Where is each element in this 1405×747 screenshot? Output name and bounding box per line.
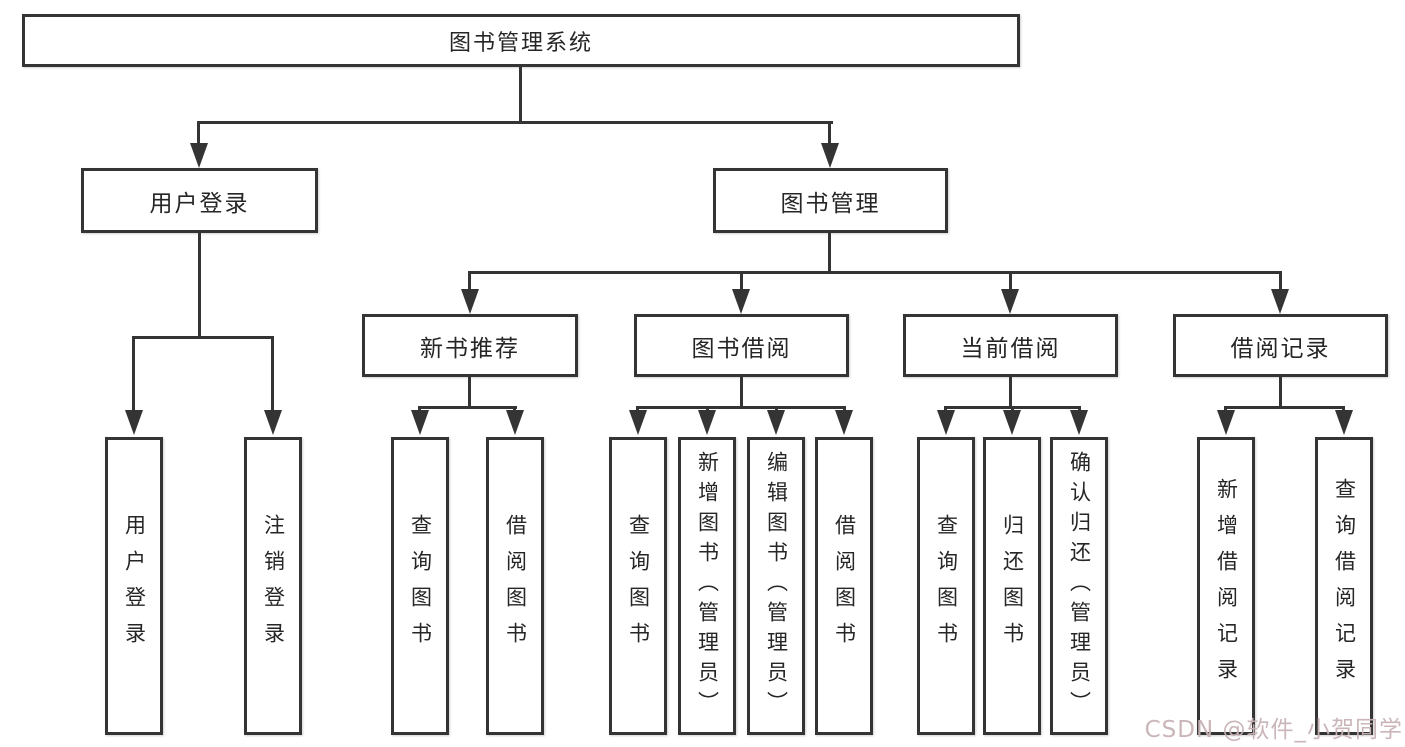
leaf-query-books-recommend-label: 查询图书 [408,514,433,658]
node-new-book-recommend: 新书推荐 [362,314,578,377]
leaf-user-login: 用户登录 [105,437,163,735]
connector-line [740,377,743,409]
leaf-confirm-return-admin: 确认归还（管理员） [1050,437,1108,735]
connector-arrowhead [732,289,750,314]
connector-arrowhead [767,410,785,435]
leaf-query-books-current-label: 查询图书 [934,514,959,658]
leaf-query-borrow-record-label: 查询借阅记录 [1332,478,1357,694]
leaf-user-login-label: 用户登录 [122,514,147,658]
leaf-query-books-current: 查询图书 [917,437,975,735]
leaf-query-borrow-record: 查询借阅记录 [1315,437,1373,735]
connector-line [197,121,200,151]
leaf-logout-login: 注销登录 [244,437,302,735]
connector-line [636,406,846,409]
connector-line [1009,271,1012,297]
connector-arrowhead [937,410,955,435]
node-book-management-label: 图书管理 [780,190,881,217]
connector-line [740,271,743,297]
connector-line [519,67,522,124]
connector-arrowhead [506,410,524,435]
connector-line [468,377,471,409]
node-borrow-records-label: 借阅记录 [1230,335,1331,362]
connector-arrowhead [1335,410,1353,435]
connector-arrowhead [629,410,647,435]
connector-arrowhead [264,410,282,435]
node-root: 图书管理系统 [22,14,1020,67]
node-current-borrow-label: 当前借阅 [960,335,1061,362]
connector-arrowhead [190,143,208,168]
connector-line [132,336,135,418]
node-new-book-recommend-label: 新书推荐 [420,335,520,362]
connector-line [197,121,833,124]
node-user-login: 用户登录 [81,168,318,233]
connector-arrowhead [1271,289,1289,314]
connector-line [418,406,517,409]
connector-line [1279,377,1282,409]
leaf-return-books-label: 归还图书 [1000,514,1025,658]
node-book-borrow-label: 图书借阅 [691,335,792,362]
leaf-query-books-borrow: 查询图书 [609,437,667,735]
connector-arrowhead [1070,410,1088,435]
leaf-query-books-recommend: 查询图书 [391,437,449,735]
connector-arrowhead [125,410,143,435]
leaf-add-books-admin-label: 新增图书（管理员） [695,451,720,721]
connector-arrowhead [1003,410,1021,435]
connector-line [271,336,274,418]
leaf-edit-books-admin-label: 编辑图书（管理员） [764,451,789,721]
connector-line [1009,377,1012,409]
leaf-confirm-return-admin-label: 确认归还（管理员） [1067,451,1092,721]
connector-line [1224,406,1345,409]
connector-arrowhead [461,289,479,314]
leaf-borrow-books: 借阅图书 [815,437,873,735]
leaf-return-books: 归还图书 [983,437,1041,735]
connector-arrowhead [411,410,429,435]
leaf-edit-books-admin: 编辑图书（管理员） [747,437,805,735]
connector-line [828,233,831,274]
leaf-query-books-borrow-label: 查询图书 [626,514,651,658]
connector-line [468,271,471,297]
leaf-add-borrow-record-label: 新增借阅记录 [1214,478,1239,694]
leaf-borrow-books-recommend: 借阅图书 [486,437,544,735]
node-root-label: 图书管理系统 [448,30,593,56]
node-borrow-records: 借阅记录 [1173,314,1388,377]
connector-arrowhead [698,410,716,435]
leaf-add-borrow-record: 新增借阅记录 [1197,437,1255,735]
connector-line [468,271,1282,274]
leaf-borrow-books-recommend-label: 借阅图书 [503,514,528,658]
connector-line [828,121,831,151]
connector-line [198,233,201,337]
node-book-management: 图书管理 [713,168,948,233]
connector-line [1279,271,1282,297]
leaf-borrow-books-label: 借阅图书 [832,514,857,658]
node-current-borrow: 当前借阅 [903,314,1118,377]
connector-line [132,336,274,339]
connector-arrowhead [1001,289,1019,314]
connector-arrowhead [1217,410,1235,435]
node-book-borrow: 图书借阅 [634,314,849,377]
connector-arrowhead [821,143,839,168]
leaf-logout-login-label: 注销登录 [261,514,286,658]
watermark: CSDN @软件_小贺同学 [1144,717,1403,743]
node-user-login-label: 用户登录 [149,190,250,217]
connector-arrowhead [835,410,853,435]
leaf-add-books-admin: 新增图书（管理员） [678,437,736,735]
